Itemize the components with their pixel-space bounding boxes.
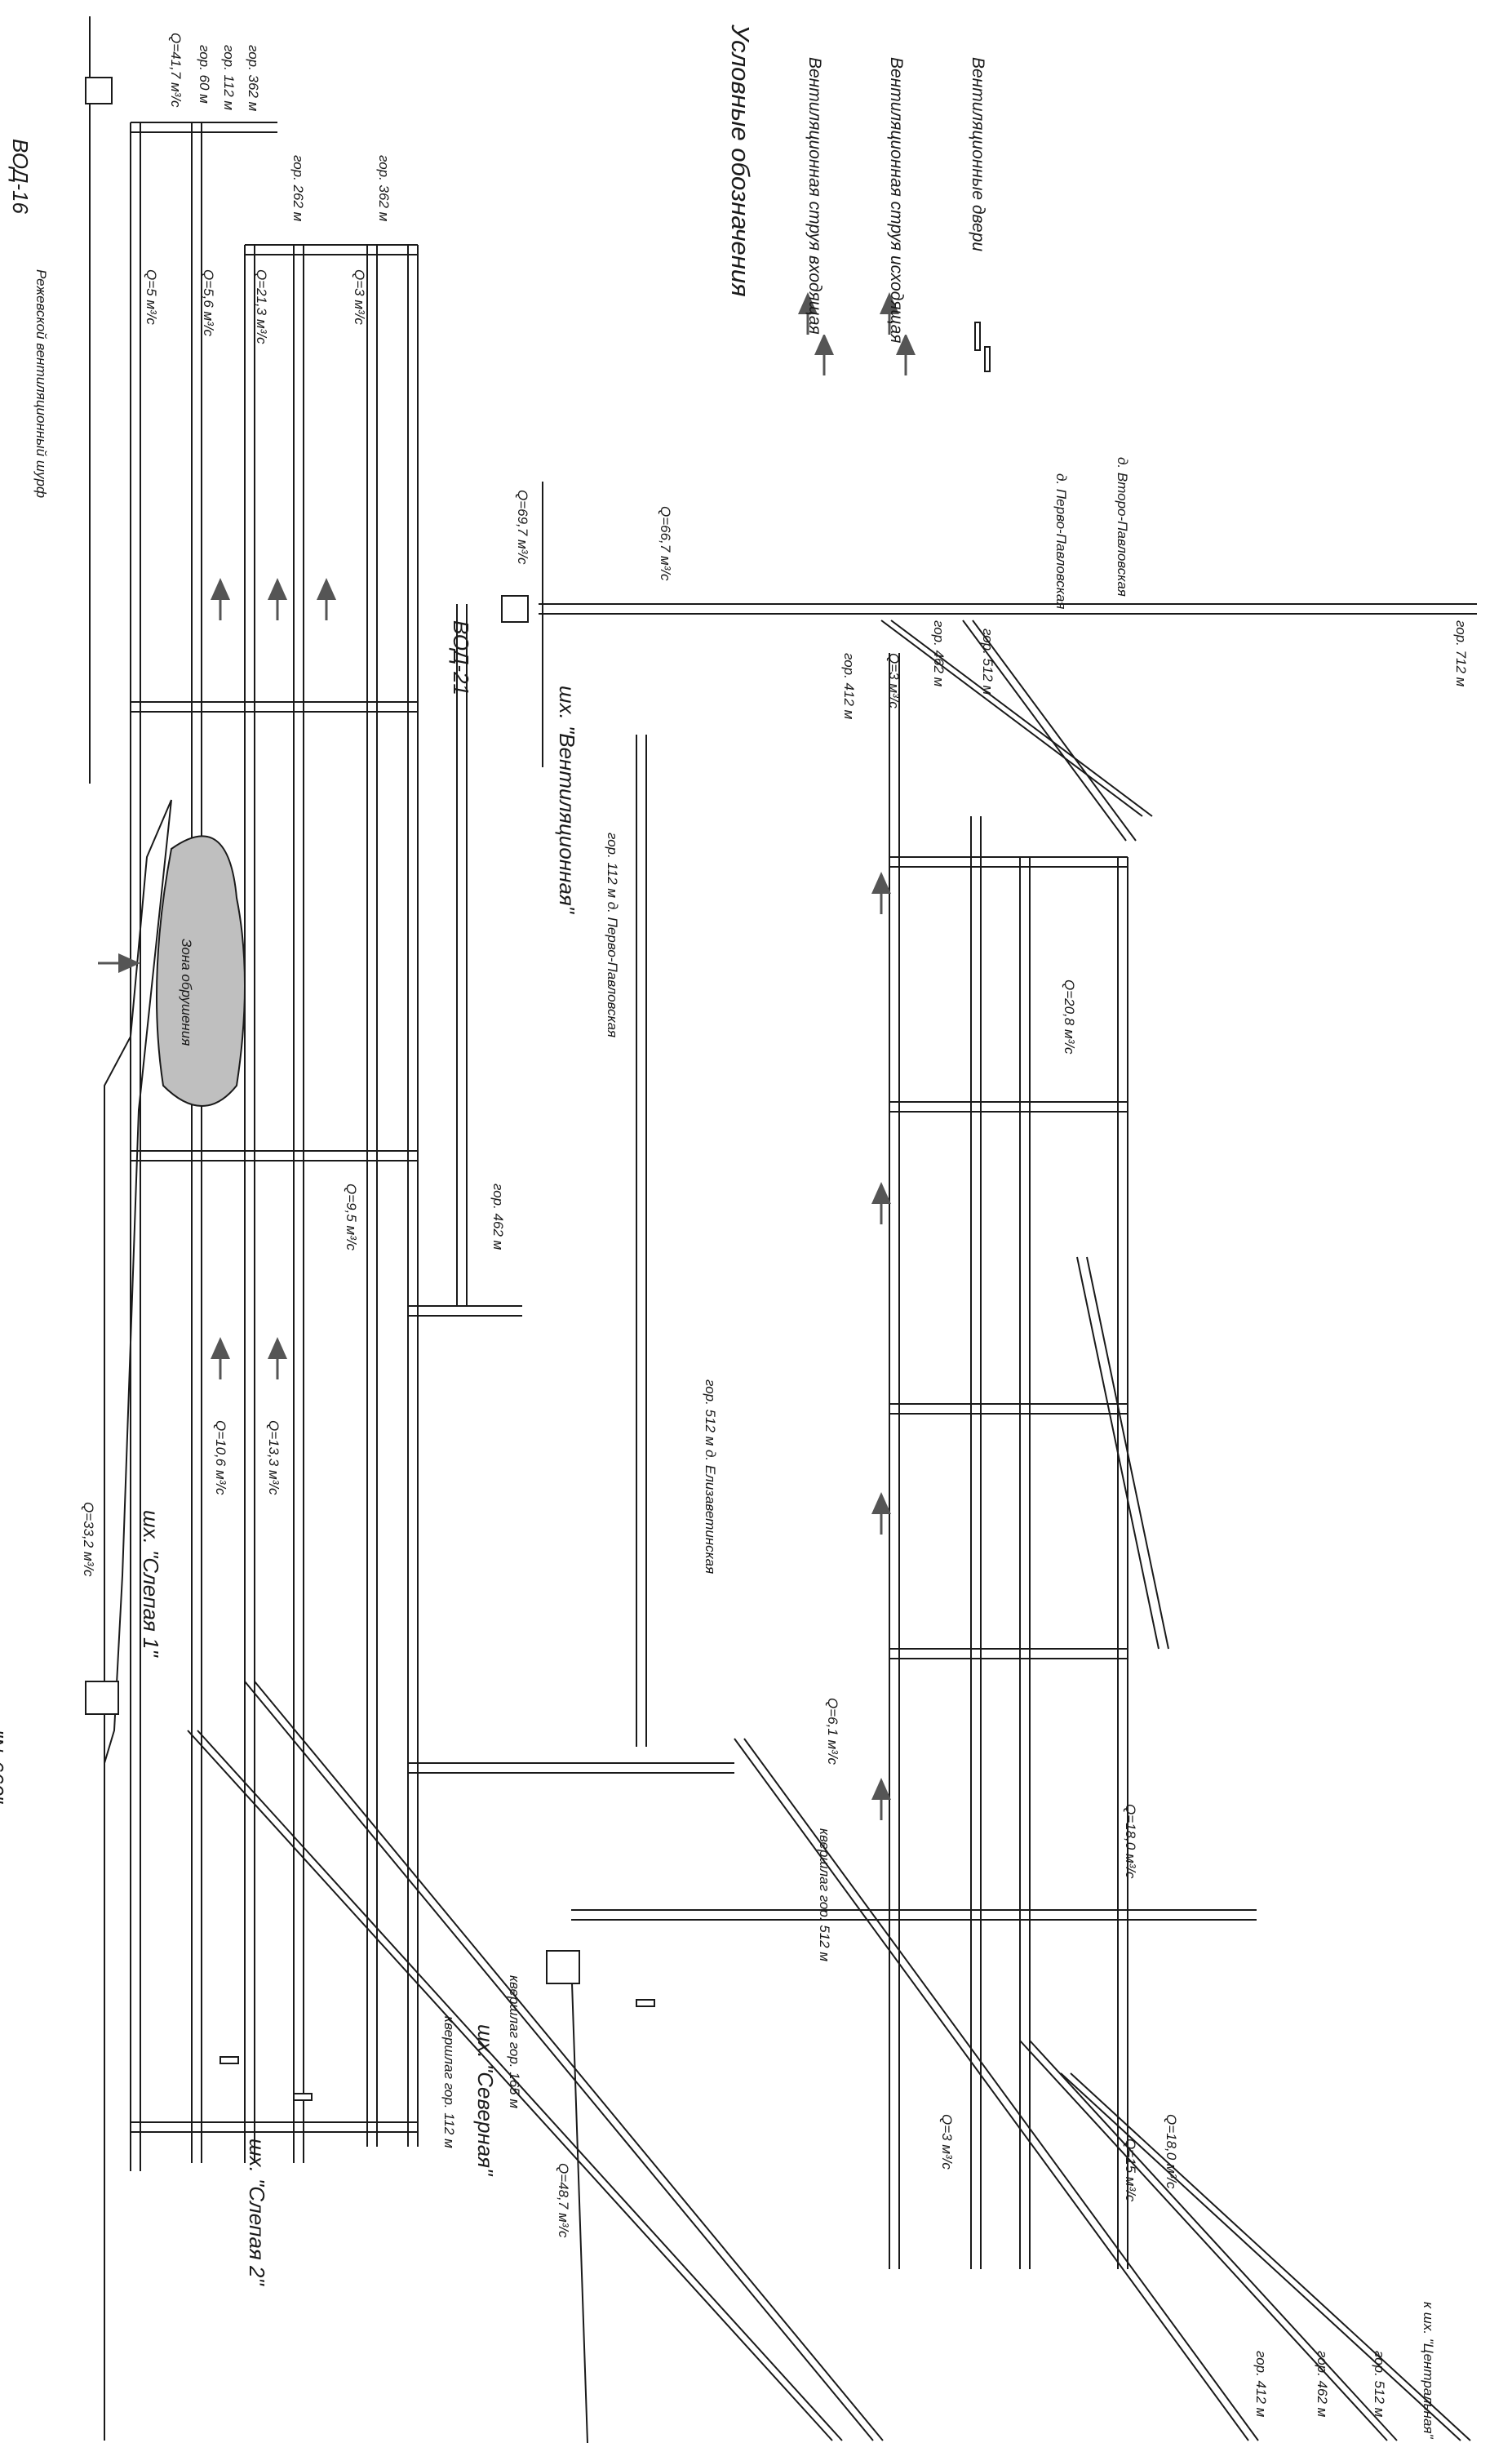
label-hor-362-a: гор. 362 м bbox=[246, 45, 261, 112]
gallery bbox=[539, 603, 1477, 615]
label-hor-462: гор. 462 м bbox=[490, 1184, 506, 1250]
incline bbox=[1060, 2072, 1471, 2441]
label-hor-112-first: гор. 112 м д. Перво-Павловская bbox=[605, 833, 620, 1038]
fan-vod21 bbox=[501, 595, 529, 623]
label-hor-512-top: гор. 512 м bbox=[980, 629, 995, 695]
building-660 bbox=[85, 1681, 119, 1715]
flow-bottom1: Q=18,0 м³/с bbox=[1164, 2114, 1179, 2189]
flow-north: Q=48,7 м³/с bbox=[556, 2163, 571, 2238]
gallery bbox=[889, 1403, 1128, 1415]
flow-vod21: Q=69,7 м³/с bbox=[515, 490, 530, 565]
label-hor-462-top: гор. 462 м bbox=[931, 620, 947, 687]
drift bbox=[636, 735, 647, 1747]
label-hor-112: гор. 112 м bbox=[221, 45, 237, 111]
label-hor-512-eliz: гор. 512 м д. Елизаветинская bbox=[703, 1379, 718, 1575]
crosscut bbox=[131, 122, 277, 133]
flow-bottom2: Q=15 м³/с bbox=[1123, 2139, 1138, 2202]
legend-item-doors: Вентиляционные двери bbox=[969, 57, 987, 252]
fan-vod16 bbox=[85, 77, 113, 104]
label-drift-second: д. Второ-Павловская bbox=[1115, 457, 1130, 597]
flow-3-2: Q=3 м³/с bbox=[886, 653, 902, 708]
label-hor-512-bottom: гор. 512 м bbox=[1372, 2351, 1387, 2418]
label-shaft-ventilation: шх. "Вентиляционная" bbox=[555, 686, 579, 914]
label-incline-512: квершлаг гор. 512 м bbox=[817, 1828, 832, 1961]
flow-5: Q=5 м³/с bbox=[144, 269, 159, 325]
incline bbox=[187, 1730, 843, 2441]
label-collapse-zone: Зона обрушения bbox=[179, 939, 194, 1046]
crosscut bbox=[131, 701, 418, 713]
drift bbox=[244, 245, 255, 2163]
label-incline-112: квершлаг гор. 112 м bbox=[441, 2016, 457, 2148]
door-icon bbox=[293, 2093, 313, 2101]
label-hor-412: гор. 412 м bbox=[841, 653, 857, 720]
flow-3: Q=3 м³/с bbox=[352, 269, 367, 325]
door-icon bbox=[636, 1999, 655, 2007]
label-hor-412-bottom: гор. 412 м bbox=[1253, 2351, 1269, 2418]
building-north bbox=[546, 1950, 580, 1984]
ground-surface bbox=[89, 16, 172, 2441]
label-vod16: ВОД-16 bbox=[8, 139, 33, 214]
flow-20-8: Q=20,8 м³/с bbox=[1062, 979, 1077, 1055]
drift bbox=[889, 653, 900, 2269]
flow-9-5: Q=9,5 м³/с bbox=[344, 1184, 359, 1251]
legend-item-inflow: Вентиляционная струя входящая bbox=[805, 57, 824, 335]
incline bbox=[962, 620, 1137, 842]
label-hor-712: гор. 712 м bbox=[1453, 620, 1469, 687]
label-incline-165: квершлаг гор. 165 м bbox=[507, 1975, 522, 2108]
legend-title: Условные обозначения bbox=[726, 24, 755, 297]
flow-vod16: Q=41,7 м³/с bbox=[168, 33, 184, 108]
crosscut bbox=[408, 1305, 522, 1317]
gallery bbox=[889, 1101, 1128, 1113]
label-hor-462-bottom: гор. 462 м bbox=[1315, 2351, 1330, 2418]
flow-6-1: Q=6,1 м³/с bbox=[825, 1698, 840, 1766]
door-icon bbox=[974, 322, 981, 351]
flow-18: Q=18,0 м³/с bbox=[1123, 1804, 1138, 1879]
drift bbox=[191, 122, 202, 2163]
incline bbox=[880, 620, 1153, 817]
label-shaft-north: шх. "Северная" bbox=[473, 2024, 498, 2176]
collapse-zone bbox=[156, 835, 246, 1107]
incline bbox=[1019, 2040, 1398, 2441]
label-vod21: ВОД-21 bbox=[449, 620, 473, 695]
drift bbox=[970, 816, 982, 2269]
label-shaft-blind1: шх. "Слепая 1" bbox=[139, 1510, 163, 1657]
crosscut bbox=[245, 244, 418, 255]
incline bbox=[1076, 1256, 1169, 1650]
flow-13-3: Q=13,3 м³/с bbox=[266, 1420, 282, 1495]
drift bbox=[293, 245, 304, 2163]
flow-10-6: Q=10,6 м³/с bbox=[213, 1420, 228, 1495]
gallery bbox=[571, 1909, 1257, 1921]
ground-surface-lower bbox=[542, 482, 588, 2443]
flow-3-1: Q=3 м³/с bbox=[939, 2114, 955, 2170]
label-to-central: к шх. "Центральная" bbox=[1421, 2302, 1436, 2439]
shaft-vertical bbox=[456, 604, 468, 1306]
flow-660: Q=33,2 м³/с bbox=[81, 1502, 96, 1577]
drift bbox=[1019, 857, 1031, 2269]
label-drift-first: д. Перво-Павловская bbox=[1053, 473, 1069, 610]
legend-symbols bbox=[814, 335, 991, 375]
gallery bbox=[889, 1648, 1128, 1659]
legend-item-outflow: Вентиляционная струя исходящая bbox=[887, 57, 906, 344]
flow-5-6: Q=5,6 м³/с bbox=[201, 269, 216, 337]
crosscut bbox=[131, 2121, 418, 2133]
drift bbox=[407, 245, 419, 2147]
label-shaft-660: шх. "№660" bbox=[0, 1690, 8, 1804]
label-shaft-blind2: шх. "Слепая 2" bbox=[245, 2139, 269, 2285]
gallery bbox=[408, 1762, 734, 1774]
drift bbox=[1117, 857, 1128, 2269]
flow-21-3: Q=21,3 м³/с bbox=[254, 269, 269, 344]
drift bbox=[130, 122, 141, 2171]
incline bbox=[244, 1681, 884, 2441]
label-hor-262: гор. 262 м bbox=[290, 155, 306, 222]
label-vent-shurf: Режевской вентиляционный шурф bbox=[33, 269, 49, 499]
incline bbox=[734, 1738, 1259, 2441]
label-hor-60: гор. 60 м bbox=[197, 45, 212, 104]
crosscut bbox=[131, 1150, 418, 1162]
door-icon bbox=[219, 2056, 239, 2064]
label-hor-362-b: гор. 362 м bbox=[376, 155, 392, 222]
gallery bbox=[889, 856, 1128, 868]
flow-66: Q=66,7 м³/с bbox=[658, 506, 673, 581]
drift bbox=[366, 245, 378, 2147]
